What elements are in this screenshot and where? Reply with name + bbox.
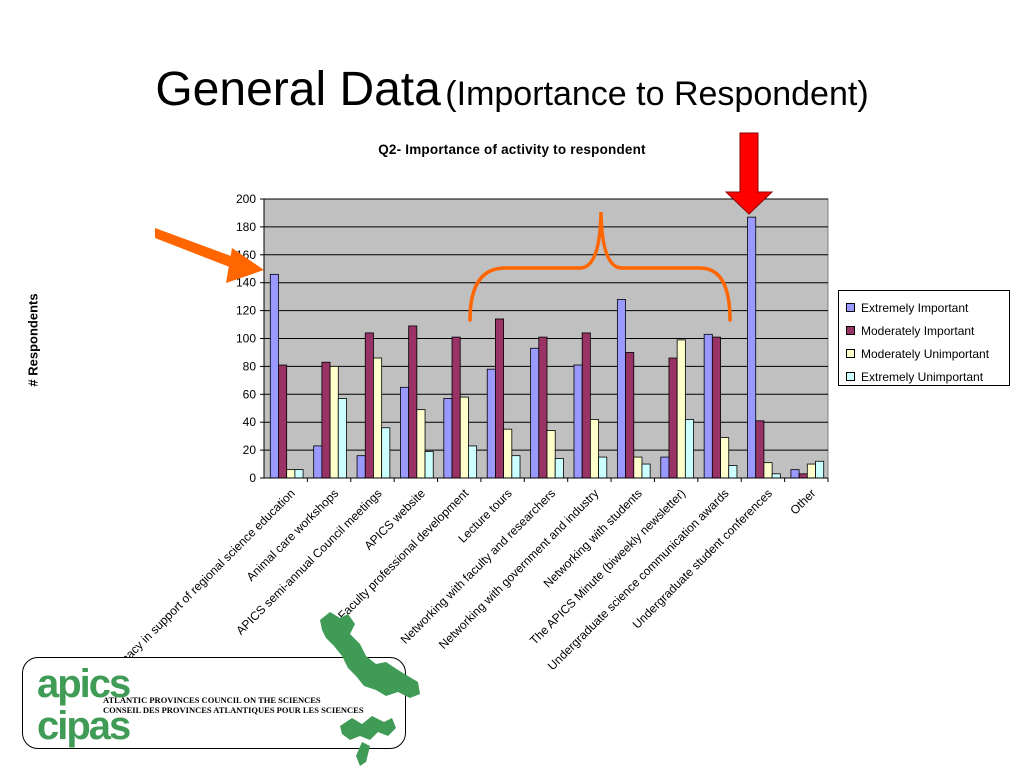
bar: [459, 396, 469, 479]
x-tick-label: Networking with government and industry: [436, 486, 602, 652]
legend-swatch-extremely-unimportant: [846, 372, 855, 381]
bar: [771, 473, 781, 479]
bar: [538, 336, 548, 479]
bar: [486, 368, 496, 479]
bar: [625, 352, 635, 479]
atlantic-provinces-map-icon: [320, 612, 420, 766]
bar: [503, 428, 513, 479]
bar: [633, 456, 643, 479]
y-tick-label: 200: [236, 192, 256, 206]
map-landmass-north: [320, 612, 420, 698]
bar: [451, 336, 461, 479]
bar: [313, 445, 323, 479]
bar: [806, 463, 816, 479]
legend-label: Moderately Unimportant: [861, 346, 990, 361]
bar: [790, 469, 800, 479]
map-landmass-south: [340, 716, 396, 740]
bar: [337, 398, 347, 479]
y-tick-label: 40: [243, 415, 257, 429]
logo-text-french: CONSEIL DES PROVINCES ATLANTIQUES POUR L…: [103, 705, 364, 715]
slide-title: General Data (Importance to Respondent): [0, 66, 1024, 114]
bar: [495, 318, 505, 479]
bar: [711, 336, 721, 479]
legend-item-moderately-important: Moderately Important: [846, 319, 1009, 342]
logo-word-apics: apics: [37, 662, 131, 706]
y-tick-label: 120: [236, 304, 256, 318]
bar: [755, 420, 765, 479]
bar: [269, 273, 279, 479]
bar: [400, 386, 410, 479]
chart-legend: Extremely Important Moderately Important…: [838, 290, 1010, 386]
y-tick-label: 160: [236, 248, 256, 262]
bar: [573, 364, 583, 479]
legend-label: Extremely Important: [861, 300, 969, 315]
bars: [269, 216, 825, 479]
y-tick-label: 180: [236, 220, 256, 234]
legend-swatch-moderately-unimportant: [846, 349, 855, 358]
logo-word-cipas: cipas: [37, 704, 131, 748]
bar: [321, 361, 331, 479]
bar: [798, 473, 808, 479]
bar: [703, 333, 713, 479]
bar: [424, 451, 434, 479]
legend-item-moderately-unimportant: Moderately Unimportant: [846, 342, 1009, 365]
bar: [763, 462, 773, 479]
bar: [747, 216, 757, 479]
slide-title-subtitle: (Importance to Respondent): [445, 75, 869, 113]
bar: [468, 445, 478, 479]
legend-label: Extremely Unimportant: [861, 369, 984, 384]
bar: [589, 419, 599, 479]
bar: [511, 455, 521, 479]
bar: [381, 427, 391, 479]
y-tick-label: 80: [243, 359, 257, 373]
x-tick-label: Other: [787, 486, 818, 517]
y-tick-label: 0: [249, 471, 256, 485]
bar: [815, 460, 825, 479]
bar: [373, 357, 383, 479]
bar: [720, 437, 730, 479]
map-landmass-tip: [356, 742, 370, 766]
legend-swatch-moderately-important: [846, 326, 855, 335]
bar: [356, 455, 366, 479]
bar: [408, 325, 418, 479]
y-tick-label: 20: [243, 443, 257, 457]
bar: [329, 365, 339, 479]
x-tick-label: The APICS Minute (biweekly newsletter): [527, 486, 688, 647]
y-tick-label: 100: [236, 332, 256, 346]
bar: [530, 347, 540, 479]
bar: [581, 332, 591, 479]
logo-text-english: ATLANTIC PROVINCES COUNCIL ON THE SCIENC…: [103, 695, 321, 705]
x-tick-label: Advocacy in support of regional science …: [99, 486, 298, 685]
bar: [668, 357, 678, 479]
bar: [278, 364, 288, 479]
bar: [728, 465, 738, 479]
bar: [684, 419, 694, 479]
bar: [286, 469, 296, 479]
y-tick-label: 60: [243, 387, 257, 401]
legend-item-extremely-important: Extremely Important: [846, 296, 1009, 319]
bar: [294, 469, 304, 479]
bar: [554, 458, 564, 479]
legend-label: Moderately Important: [861, 323, 975, 338]
legend-swatch-extremely-important: [846, 303, 855, 312]
bar: [546, 430, 556, 479]
slide-title-main: General Data: [155, 63, 441, 116]
bar: [364, 332, 374, 479]
y-tick-label: 140: [236, 276, 256, 290]
bar: [598, 456, 608, 479]
bar: [416, 409, 426, 479]
bar: [443, 398, 453, 479]
bar: [676, 339, 686, 479]
chart-title: Q2- Importance of activity to respondent: [378, 142, 646, 157]
bar: [616, 299, 626, 479]
bar: [660, 456, 670, 479]
bar: [641, 463, 651, 479]
legend-item-extremely-unimportant: Extremely Unimportant: [846, 365, 1009, 388]
apics-logo: apics cipas ATLANTIC PROVINCES COUNCIL O…: [22, 657, 406, 749]
